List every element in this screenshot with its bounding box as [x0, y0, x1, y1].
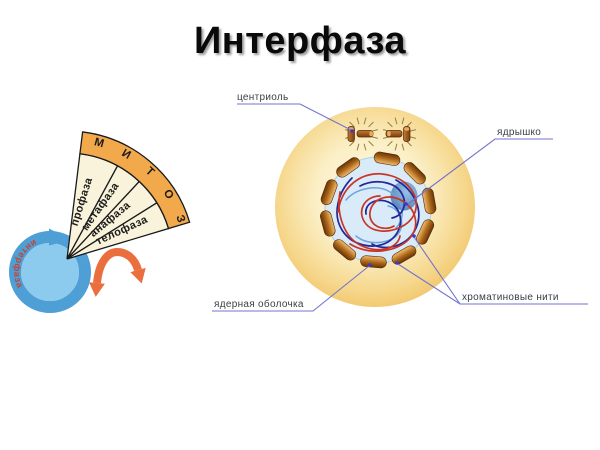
nuclear-envelope-pointer-dot [368, 263, 372, 267]
chromatin-threads [336, 172, 420, 252]
nuclear-envelope-label: ядерная оболочка [214, 298, 304, 310]
interphase-disc [21, 243, 79, 301]
mitosis-band-letter-z: З [173, 213, 187, 224]
nucleolus-pointer-line [407, 138, 553, 205]
pointer-dots [350, 129, 416, 267]
centriole-pointer-dot [350, 129, 354, 133]
centriole-left [347, 126, 374, 142]
nuclear-envelope-segment [359, 254, 388, 269]
chromatin-pointer-dot-1 [395, 261, 399, 265]
centriole-label: центриоль [237, 92, 289, 103]
cell-cycle-fan-diagram: интерфаза М И Т О З профаза метаф [9, 131, 191, 313]
nuclear-envelope-pointer-line [212, 265, 370, 312]
fork-arrow-head-right [130, 267, 146, 284]
chromatin-threads-lightblue [345, 187, 403, 244]
centriole-pointer-line [237, 103, 352, 131]
chromatin-label: хроматиновые нити [462, 292, 559, 303]
fork-arrow-head-left [89, 282, 105, 297]
fork-arrow [89, 247, 146, 297]
chromatin-threads-red [337, 172, 418, 252]
nucleolus-label: ядрышко [497, 127, 541, 138]
mitosis-band-letter-m: М [93, 136, 105, 150]
nucleolus-pointer-dot [404, 202, 408, 206]
chromatin-pointer-line-2 [413, 236, 461, 305]
interphase-cell-diagram: центриоль ядрышко ядерная оболочка хрома… [212, 92, 588, 312]
mitosis-band [79, 131, 191, 230]
pointer-lines [212, 103, 588, 312]
cycle-arrow-head [49, 228, 71, 246]
chromatin-pointer-dot-2 [412, 234, 416, 238]
page-title: Интерфаза [193, 20, 407, 62]
centriole-right [385, 126, 411, 142]
